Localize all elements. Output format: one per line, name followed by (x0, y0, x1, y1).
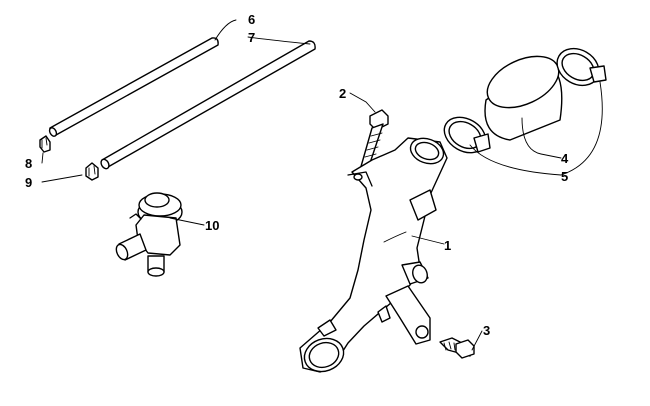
callout-9: 9 (25, 175, 32, 190)
hose-clamp-right (556, 47, 607, 87)
long-hose (100, 40, 316, 170)
hose-clip-small (39, 135, 51, 153)
callout-3: 3 (483, 323, 490, 338)
callout-4: 4 (561, 151, 569, 166)
bolt-lower (439, 337, 475, 359)
callout-1: 1 (444, 238, 451, 253)
callout-6: 6 (248, 12, 255, 27)
valve (115, 192, 183, 277)
hose-clip (85, 162, 99, 181)
callout-8: 8 (25, 156, 32, 171)
rubber-coupler (484, 55, 563, 141)
callout-2: 2 (339, 86, 346, 101)
callout-5: 5 (561, 169, 568, 184)
callout-7: 7 (248, 30, 255, 45)
callout-10: 10 (205, 218, 219, 233)
bolt-upper (359, 109, 389, 173)
small-hose (48, 37, 219, 137)
hose-clamp-left (443, 116, 491, 154)
intake-tube (299, 137, 448, 373)
leader-lines (41, 19, 603, 351)
